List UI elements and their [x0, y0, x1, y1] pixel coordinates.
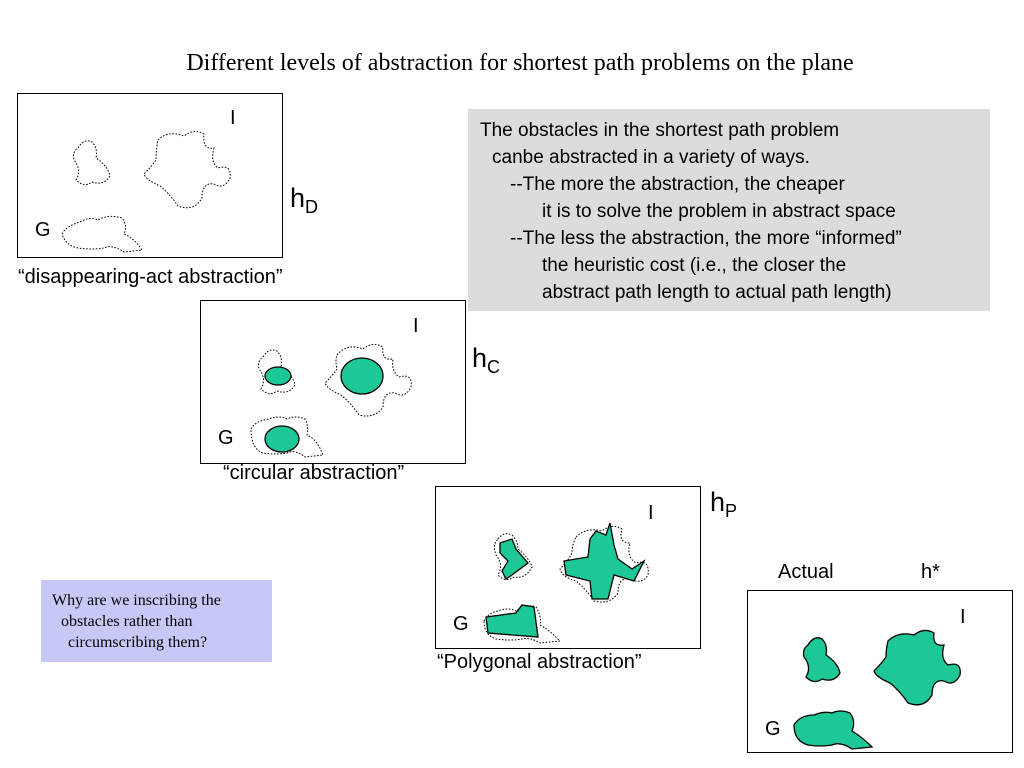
goal-label-g: G	[35, 219, 51, 241]
obstacle-diagram	[483, 522, 649, 644]
question-line: Why are we inscribing the	[52, 592, 221, 609]
caption-actual: Actual	[778, 561, 834, 583]
question-line: circumscribing them?	[68, 634, 208, 651]
goal-label-g: G	[453, 613, 469, 635]
note-line: abstract path length to actual path leng…	[542, 282, 892, 303]
obstacle-large	[559, 525, 649, 603]
obstacle-small	[802, 637, 841, 683]
start-label-i: I	[648, 502, 654, 524]
obstacle-diagram	[250, 343, 412, 458]
polygon-large	[563, 522, 646, 600]
note-line: canbe abstracted in a variety of ways.	[492, 147, 810, 168]
goal-label-g: G	[765, 718, 781, 740]
obstacle-small	[73, 140, 111, 186]
obstacle-goal	[61, 215, 143, 253]
goal-label-g: G	[218, 427, 234, 449]
obstacle-diagram	[793, 629, 961, 750]
polygon-small	[499, 538, 529, 580]
obstacle-goal	[793, 710, 874, 750]
slide-title: Different levels of abstraction for shor…	[186, 50, 854, 76]
panel-circular: I G	[200, 300, 466, 464]
note-line: The obstacles in the shortest path probl…	[480, 120, 840, 141]
question-box: Why are we inscribing the obstacles rath…	[41, 580, 272, 662]
heuristic-label-hc: hC	[472, 343, 501, 377]
obstacle-small	[258, 349, 296, 395]
panel-actual: I G	[747, 590, 1013, 753]
note-line: --The less the abstraction, the more “in…	[510, 228, 902, 249]
note-line: the heuristic cost (i.e., the closer the	[542, 255, 847, 276]
heuristic-label-hstar: h*	[921, 561, 940, 583]
obstacle-large	[143, 130, 231, 209]
heuristic-label-hd: hD	[290, 183, 319, 217]
obstacle-diagram	[61, 130, 231, 253]
circle-goal	[264, 425, 300, 453]
heuristic-label-hp: hP	[710, 487, 738, 521]
note-line: --The more the abstraction, the cheaper	[510, 174, 845, 195]
start-label-i: I	[960, 606, 966, 628]
start-label-i: I	[413, 315, 419, 337]
obstacle-goal	[483, 605, 562, 644]
obstacle-large	[873, 629, 961, 706]
caption-circular: “circular abstraction”	[223, 462, 405, 484]
question-line: obstacles rather than	[61, 613, 193, 630]
circle-large	[340, 357, 384, 395]
caption-disappearing-act: “disappearing-act abstraction”	[18, 266, 283, 288]
polygon-goal	[485, 604, 539, 638]
start-label-i: I	[230, 107, 236, 129]
caption-polygonal: “Polygonal abstraction”	[437, 651, 642, 673]
explanation-note: The obstacles in the shortest path probl…	[468, 109, 990, 311]
note-line: it is to solve the problem in abstract s…	[542, 201, 896, 222]
panel-polygonal: I G	[435, 486, 701, 649]
obstacle-goal	[250, 416, 324, 458]
panel-disappearing-act: I G	[17, 93, 283, 258]
circle-small	[264, 366, 292, 386]
obstacle-small	[493, 533, 533, 581]
